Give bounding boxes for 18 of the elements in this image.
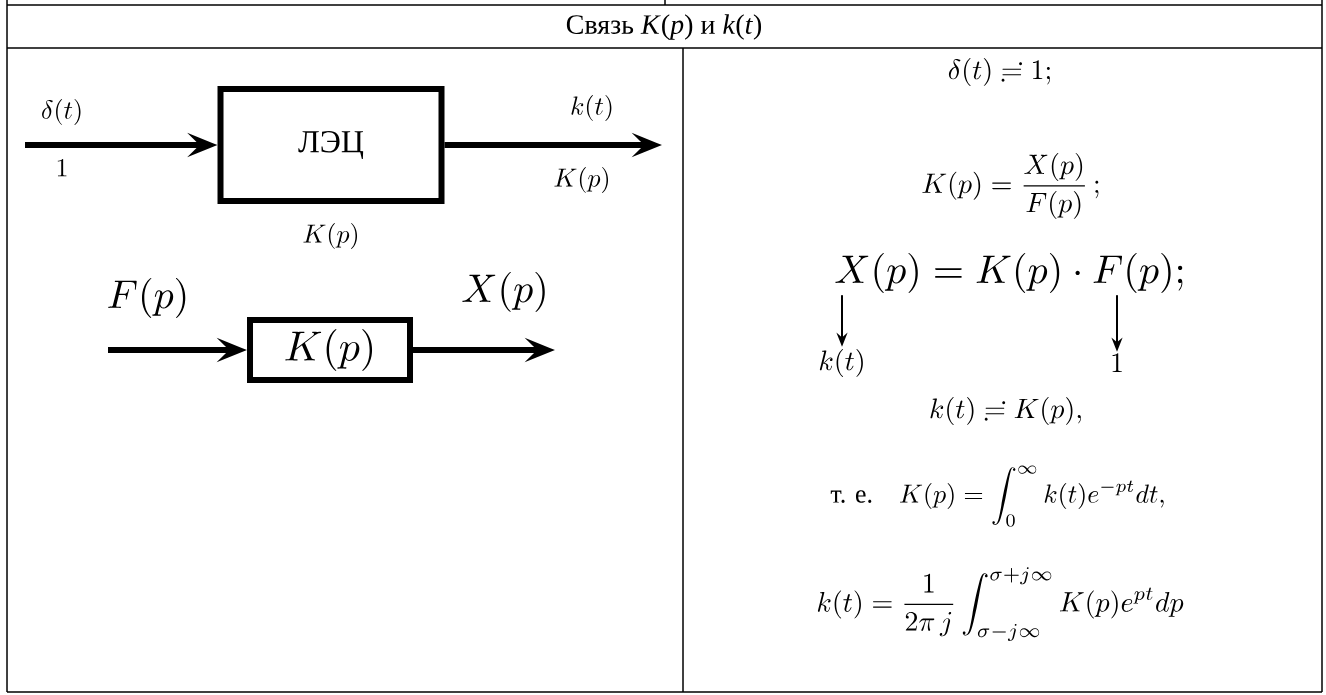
edge-label: $\delta(t)$	[42, 99, 81, 125]
formula: $k(t)=\frac{1}{2\pi\, j}\int_{\sigma-j\infty}^{\sigma+j\infty}K(p)e^{pt}dp$	[817, 567, 1184, 641]
formula: $K(p)$	[554, 167, 609, 193]
block-box: ЛЭЦ	[217, 86, 445, 204]
formula: $K(p)=\frac{X(p)}{F(p)}\,;$	[922, 152, 1099, 220]
header-text: Связь K(p) и k(t)	[566, 14, 762, 40]
formula: $k(t)$	[819, 349, 863, 377]
edge-label: $k(t)$	[571, 95, 612, 121]
block-label: $K(p)$	[303, 223, 358, 249]
formula: $\text{т. е.}\quad K(p)=\int_0^\infty k(t)e^{-pt}dt,$	[830, 465, 1164, 527]
edge-label: $X(p)$	[462, 272, 545, 312]
edge-label: $F(p)$	[108, 278, 186, 318]
formula: $1$	[1112, 353, 1122, 372]
formula: $1$	[57, 159, 67, 177]
formula: $k(t)\risingdotseq K(p),$	[930, 397, 1081, 425]
formula: $\delta(t)\risingdotseq 1;$	[948, 58, 1050, 86]
block-box: $K(p)$	[247, 317, 413, 383]
formula: $X(p)=K(p)\cdot F(p);$	[835, 253, 1183, 293]
